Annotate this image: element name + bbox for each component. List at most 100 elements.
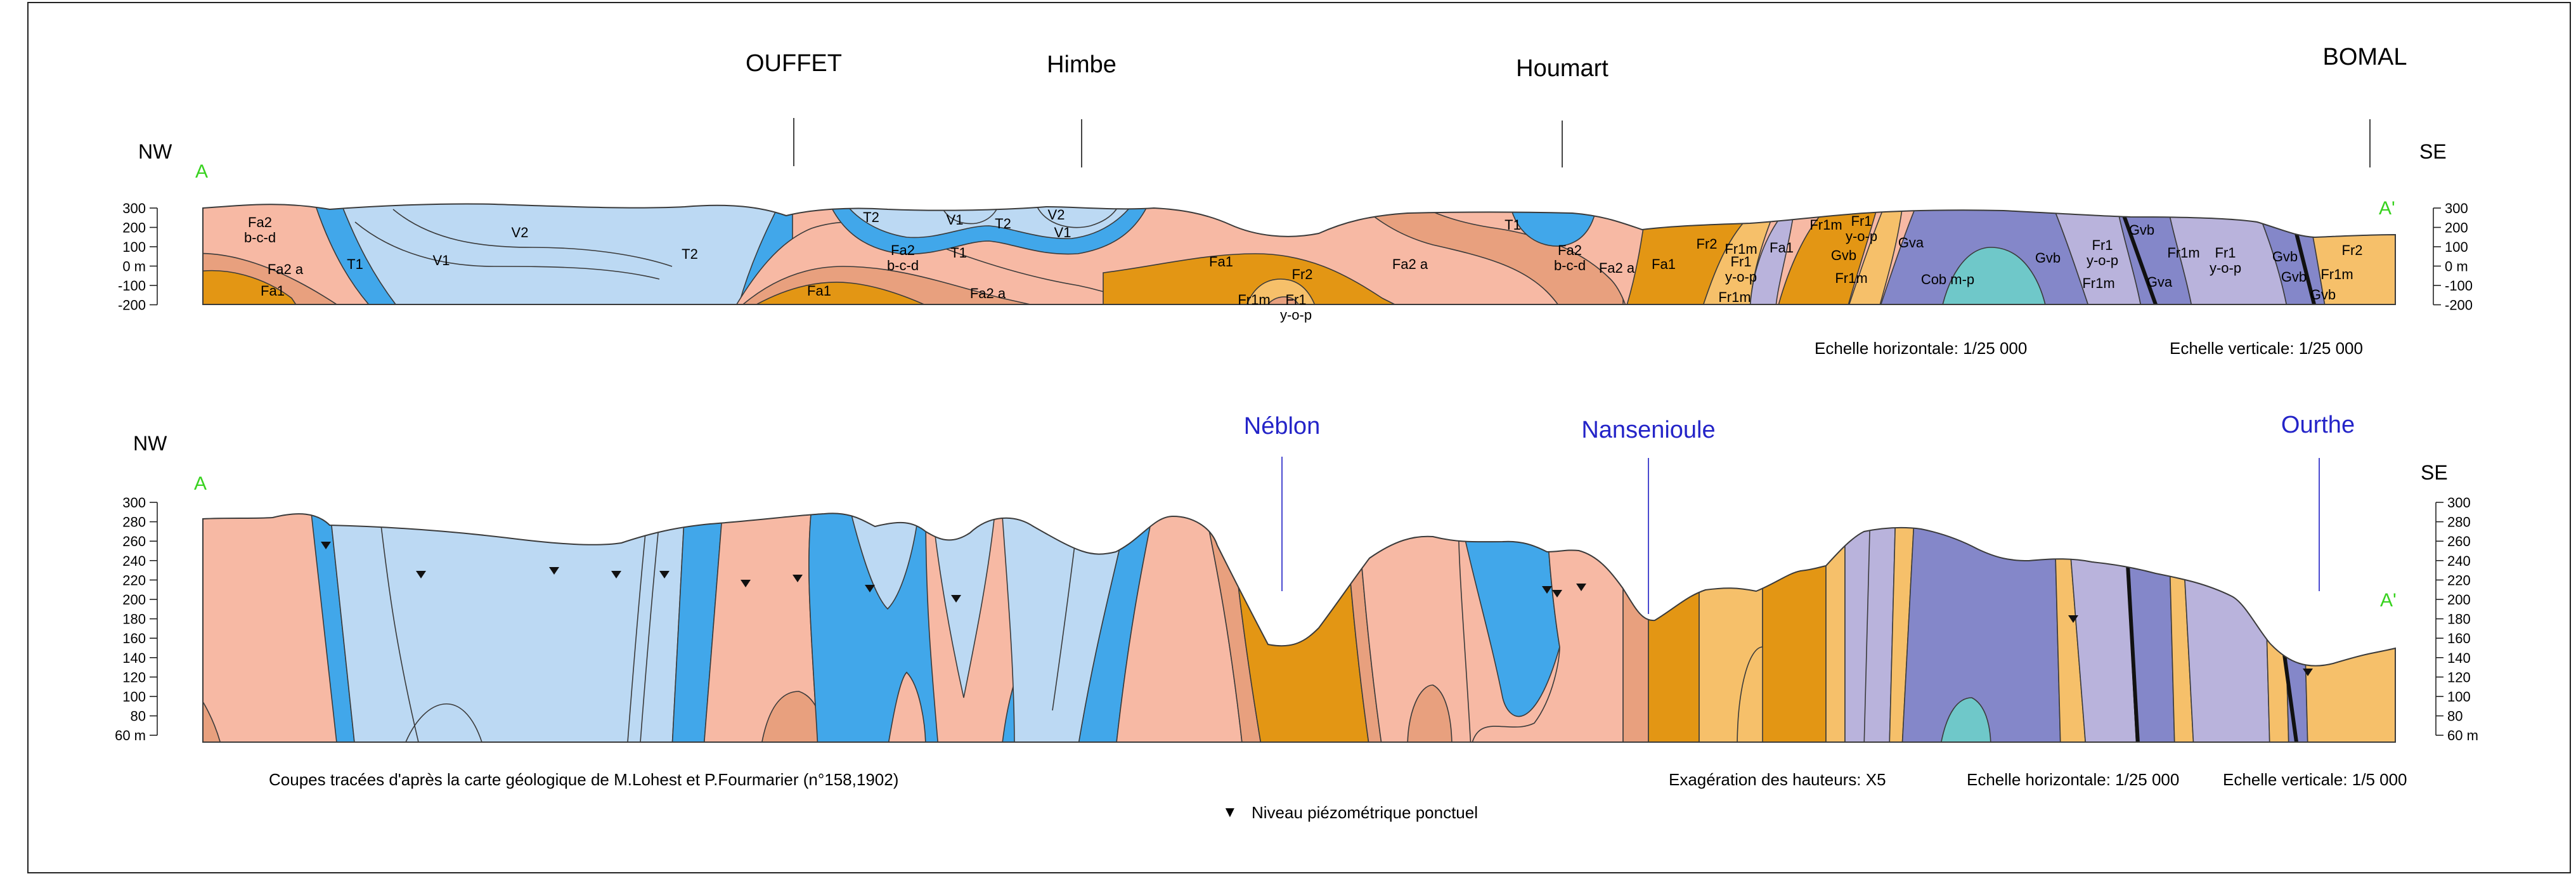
axis-tick-label: 180 — [2447, 611, 2471, 627]
top-unit-label: V1 — [433, 252, 450, 268]
axis-tick-label: 100 — [122, 239, 146, 255]
top-unit-label: T2 — [995, 216, 1011, 232]
top-a-prime-label: A' — [2379, 198, 2395, 219]
unit-t2-west — [329, 513, 685, 742]
bottom-a-label: A — [194, 473, 207, 494]
top-unit-label: V2 — [1048, 207, 1065, 223]
river-label-nansenioule: Nansenioule — [1581, 417, 1715, 443]
top-v1-contour — [354, 221, 660, 280]
top-fault-2 — [2293, 228, 2316, 304]
piezometric-marker — [321, 542, 331, 549]
bottom-profile-outline — [202, 513, 2396, 743]
axis-tick-label: 100 — [2445, 239, 2468, 255]
bottom-scale-vertical: Echelle verticale: 1/5 000 — [2223, 770, 2407, 789]
unit-cob-east — [1939, 247, 2049, 304]
top-unit-label: T1 — [347, 256, 363, 272]
top-geology-fill — [203, 204, 2395, 304]
axis-tick-label: 160 — [2447, 630, 2471, 646]
top-unit-label: Fr1m — [2082, 275, 2114, 291]
axis-tick-label: -200 — [2445, 297, 2473, 313]
top-unit-label: T1 — [950, 245, 967, 261]
unit-fa2-neblon — [1356, 513, 1472, 742]
axis-tick-label: 240 — [2447, 553, 2471, 569]
unit-t1-ouffet — [671, 513, 723, 742]
top-unit-label: V2 — [512, 225, 529, 240]
axis-tick-label: 100 — [2447, 689, 2471, 705]
bottom-nw-label: NW — [133, 432, 167, 455]
top-unit-label: Gvb — [2272, 249, 2298, 264]
piezometric-marker — [659, 571, 670, 578]
unit-fr-east-c — [2054, 513, 2087, 742]
top-unit-label: Gvb — [1831, 247, 1856, 263]
top-profile-outline — [202, 203, 2396, 305]
top-unit-label: Fr1m — [1835, 270, 1867, 286]
unit-fr1m-east-b — [1863, 513, 1896, 742]
bottom-cross-section: Néblon Nansenioule Ourthe NW SE A A' 300… — [115, 412, 2478, 822]
top-unit-label: Gvb — [2129, 222, 2154, 238]
unit-fa2-inlier-a — [887, 671, 926, 742]
axis-tick-label: 300 — [2447, 495, 2471, 511]
unit-fa2a-ouffet — [728, 266, 1091, 304]
axis-tick-label: 200 — [122, 592, 146, 608]
unit-cob-east — [1939, 697, 1991, 742]
unit-fa2a-west — [203, 684, 223, 742]
bottom-contour-4 — [640, 519, 660, 742]
top-unit-label: Fa1 — [261, 283, 285, 299]
top-unit-label: Fa2 a — [1392, 256, 1428, 272]
unit-fr1m-east-c — [2066, 513, 2137, 742]
piezometric-marker — [793, 575, 803, 582]
top-unit-label: V1 — [947, 212, 964, 228]
top-unit-label: T2 — [863, 209, 879, 225]
unit-fa2a-nansenioule — [1622, 513, 1649, 742]
village-label-ouffet: OUFFET — [746, 50, 842, 77]
unit-fa1-east — [1762, 513, 1827, 742]
piezometric-marker — [611, 571, 621, 578]
top-unit-label: Fr2 — [1292, 266, 1313, 282]
piezometric-marker — [1576, 584, 1586, 591]
piezometric-marker — [1542, 586, 1552, 594]
bottom-a-prime-label: A' — [2380, 590, 2397, 611]
axis-tick-label: 300 — [122, 200, 146, 216]
river-label-neblon: Néblon — [1244, 413, 1320, 440]
unit-t2-central-a — [848, 513, 920, 610]
village-label-bomal: BOMAL — [2322, 44, 2407, 70]
top-unit-label: Gvb — [2035, 250, 2061, 266]
bottom-contour-3 — [627, 519, 647, 742]
axis-tick-label: 120 — [2447, 669, 2471, 685]
unit-fr1m-bomal — [2180, 513, 2270, 742]
top-unit-label: Fr1m — [1238, 292, 1270, 308]
top-unit-label: Fr1m — [1725, 241, 1757, 257]
top-unit-label: Fr1m — [2167, 245, 2199, 261]
unit-fa1-west — [203, 270, 306, 304]
piezometric-marker — [2303, 669, 2313, 676]
top-unit-label: Gvb — [2310, 287, 2336, 303]
piezometric-marker — [741, 580, 751, 587]
top-unit-label: Cob m-p — [1921, 271, 1974, 287]
top-unit-label: Fa2 a — [268, 261, 304, 277]
axis-tick-label: 220 — [122, 572, 146, 588]
axis-tick-label: 260 — [122, 533, 146, 549]
source-note: Coupes tracées d'après la carte géologiq… — [269, 770, 898, 789]
unit-fr1-neblon — [1260, 296, 1304, 304]
unit-fa1-nansenioule — [1648, 513, 1700, 742]
piezometric-marker — [416, 571, 426, 578]
top-unit-label: Fa2 a — [1599, 260, 1635, 276]
bottom-scale-horizontal: Echelle horizontale: 1/25 000 — [1967, 770, 2179, 789]
top-unit-label: T1 — [1505, 217, 1521, 233]
top-unit-label: Fa1 — [1652, 256, 1676, 272]
top-fault-1 — [2122, 214, 2158, 304]
piezometric-markers — [321, 542, 2313, 676]
piezometric-marker — [1552, 590, 1562, 597]
axis-tick-label: -100 — [2445, 278, 2473, 294]
piezometric-marker — [865, 585, 875, 592]
axis-tick-label: 140 — [2447, 650, 2471, 666]
axis-tick-label: 200 — [122, 220, 146, 236]
